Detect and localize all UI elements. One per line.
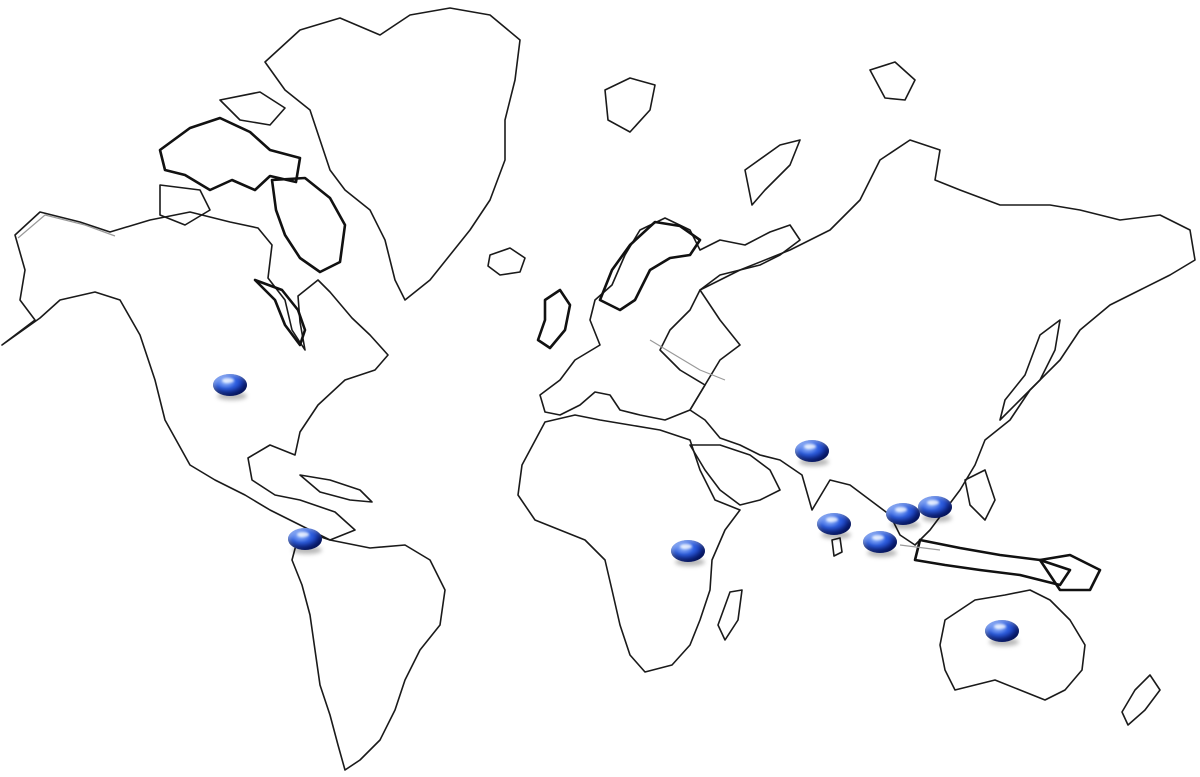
blue-gem-pin-icon <box>671 540 705 562</box>
marker-shadow <box>821 531 851 539</box>
iceland-outline <box>487 247 526 276</box>
marker-shadow <box>799 458 829 466</box>
madagascar-outline <box>717 589 743 641</box>
philippines-outline <box>964 469 996 521</box>
location-marker-north-india[interactable] <box>795 440 829 466</box>
location-marker-myanmar[interactable] <box>886 503 920 529</box>
europe-outline <box>539 217 801 421</box>
caribbean-outline <box>299 474 373 503</box>
new-zealand-outline <box>1121 674 1161 726</box>
scandinavia-outline <box>598 220 702 312</box>
arctic-island-3 <box>159 184 211 226</box>
asia-outline <box>689 139 1196 546</box>
arctic-island-2 <box>219 91 286 126</box>
blue-gem-pin-icon <box>213 374 247 396</box>
blue-gem-pin-icon <box>795 440 829 462</box>
location-marker-south-america[interactable] <box>288 528 322 554</box>
new-guinea-outline <box>1038 553 1102 592</box>
marker-shadow <box>867 549 897 557</box>
north-america-outline <box>1 211 389 541</box>
siberian-islands-outline <box>869 61 916 101</box>
blue-gem-pin-icon <box>886 503 920 525</box>
baffin-island-outline <box>270 176 347 274</box>
blue-gem-pin-icon <box>918 496 952 518</box>
hudson-bay-outline <box>253 278 307 347</box>
marker-shadow <box>217 392 247 400</box>
marker-shadow <box>292 546 322 554</box>
coastline-shadow <box>17 214 941 551</box>
location-marker-east-africa[interactable] <box>671 540 705 566</box>
blue-gem-pin-icon <box>985 620 1019 642</box>
location-marker-malaysia[interactable] <box>863 531 897 557</box>
novaya-zemlya-outline <box>744 139 801 206</box>
australia-outline <box>939 589 1086 701</box>
marker-shadow <box>989 638 1019 646</box>
blue-gem-pin-icon <box>863 531 897 553</box>
marker-shadow <box>922 514 952 522</box>
svalbard-outline <box>604 77 656 133</box>
british-isles-outline <box>536 288 572 350</box>
blue-gem-pin-icon <box>288 528 322 550</box>
location-marker-south-india[interactable] <box>817 513 851 539</box>
location-marker-australia[interactable] <box>985 620 1019 646</box>
arabia-outline <box>689 444 781 506</box>
location-marker-north-america[interactable] <box>213 374 247 400</box>
japan-outline <box>999 319 1061 421</box>
blue-gem-pin-icon <box>817 513 851 535</box>
africa-outline <box>517 414 741 673</box>
sri-lanka-outline <box>831 537 843 557</box>
south-america-outline <box>291 529 446 771</box>
greenland-outline <box>264 7 521 301</box>
location-marker-thailand[interactable] <box>918 496 952 522</box>
marker-shadow <box>890 521 920 529</box>
marker-shadow <box>675 558 705 566</box>
indonesia-outline <box>913 538 1072 587</box>
